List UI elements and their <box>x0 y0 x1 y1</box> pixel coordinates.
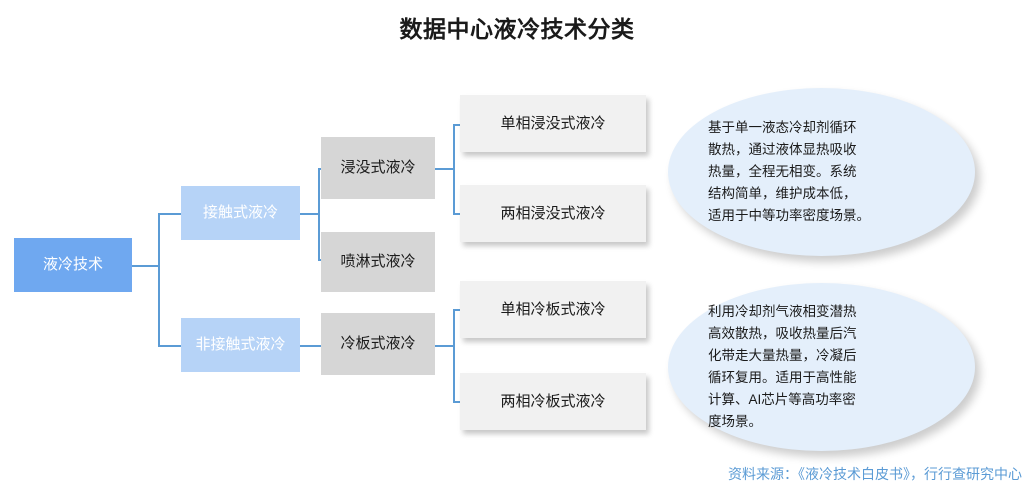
callout-text: 利用冷却剂气液相变潜热 高效散热，吸收热量后汽 化带走大量热量，冷凝后 循环复用… <box>708 304 857 429</box>
node-noncontact-liquid-cooling[interactable]: 非接触式液冷 <box>181 318 300 372</box>
node-coldplate-liquid-cooling[interactable]: 冷板式液冷 <box>321 313 435 375</box>
connector-noncontact-to-coldplate <box>300 345 340 347</box>
node-label: 单相浸没式液冷 <box>500 114 606 132</box>
node-contact-liquid-cooling[interactable]: 接触式液冷 <box>181 186 300 240</box>
node-label: 单相冷板式液冷 <box>500 300 606 318</box>
connector-immersion-out <box>435 168 455 170</box>
node-single-phase-coldplate[interactable]: 单相冷板式液冷 <box>460 281 646 338</box>
node-label: 两相冷板式液冷 <box>500 392 606 410</box>
callout-two-phase-description: 利用冷却剂气液相变潜热 高效散热，吸收热量后汽 化带走大量热量，冷凝后 循环复用… <box>668 283 975 451</box>
connector-contact-split <box>318 168 320 260</box>
node-label: 非接触式液冷 <box>195 336 286 353</box>
source-note: 资料来源：《液冷技术白皮书》，行行查研究中心 <box>728 466 1022 482</box>
connector-trunk-vertical <box>158 213 160 347</box>
connector-immersion-split <box>453 124 455 214</box>
connector-contact-out <box>300 213 320 215</box>
page-title: 数据中心液冷技术分类 <box>399 16 635 42</box>
node-label: 冷板式液冷 <box>340 335 416 352</box>
connector-coldplate-split <box>453 309 455 402</box>
callout-single-phase-description: 基于单一液态冷却剂循环 散热，通过液体显热吸收 热量，全程无相变。系统 结构简单… <box>668 88 975 256</box>
node-label: 喷淋式液冷 <box>340 253 416 270</box>
node-label: 浸没式液冷 <box>340 159 416 176</box>
connector-coldplate-out <box>435 345 455 347</box>
node-two-phase-immersion[interactable]: 两相浸没式液冷 <box>460 185 646 242</box>
connector-to-contact <box>158 213 182 215</box>
node-label: 接触式液冷 <box>202 204 278 221</box>
node-two-phase-coldplate[interactable]: 两相冷板式液冷 <box>460 373 646 430</box>
connector-to-noncontact <box>158 345 182 347</box>
node-immersion-liquid-cooling[interactable]: 浸没式液冷 <box>321 137 435 199</box>
callout-text: 基于单一液态冷却剂循环 散热，通过液体显热吸收 热量，全程无相变。系统 结构简单… <box>708 120 870 223</box>
node-spray-liquid-cooling[interactable]: 喷淋式液冷 <box>321 232 435 292</box>
node-root-liquid-cooling[interactable]: 液冷技术 <box>14 238 132 292</box>
node-label: 两相浸没式液冷 <box>500 204 606 222</box>
node-single-phase-immersion[interactable]: 单相浸没式液冷 <box>460 95 646 152</box>
connector-root-out <box>130 265 160 267</box>
node-label: 液冷技术 <box>42 256 103 273</box>
